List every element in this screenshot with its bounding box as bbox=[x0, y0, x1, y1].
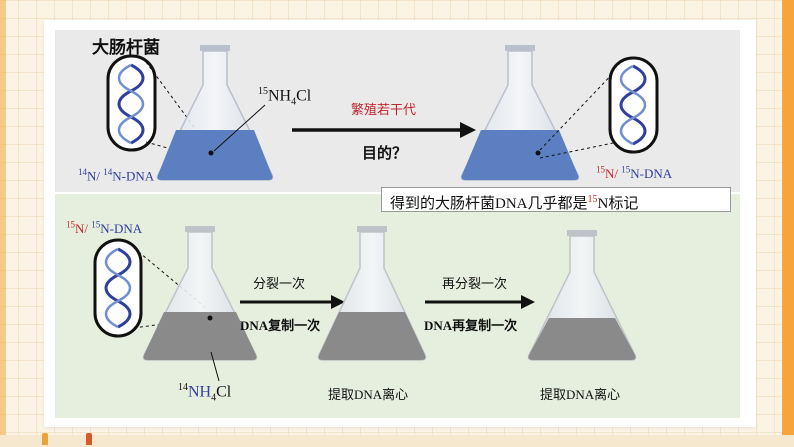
arrow2-bottom-label: DNA再复制一次 bbox=[424, 318, 518, 333]
flask-top-right bbox=[460, 45, 580, 181]
question-label: 目的？ bbox=[362, 144, 408, 162]
pointer-line-bottom bbox=[210, 351, 220, 382]
reagent-15nh4cl: 15NH4Cl bbox=[258, 86, 312, 108]
flask-bottom-2 bbox=[317, 226, 427, 361]
dna-label-top-right: 15N/ 15N-DNA bbox=[596, 165, 673, 182]
bottom-strip bbox=[0, 435, 794, 447]
flask-bottom-1 bbox=[142, 226, 258, 361]
zoom-lines-right bbox=[539, 67, 619, 159]
ecoli-cell-bottom bbox=[93, 238, 143, 338]
ecoli-cell-right bbox=[608, 56, 659, 154]
flask-top-left bbox=[156, 45, 274, 181]
flask2-caption: 提取DNA离心 bbox=[328, 387, 409, 402]
note-box: 得到的大肠杆菌DNA几乎都是15N标记 bbox=[381, 187, 731, 212]
flask3-caption: 提取DNA离心 bbox=[540, 387, 621, 402]
reagent-14nh4cl: 14NH4Cl bbox=[178, 382, 232, 404]
arrow-label-top: 繁殖若干代 bbox=[351, 102, 417, 117]
dna-label-bottom: 15N/ 15N-DNA bbox=[66, 220, 143, 237]
pointer-line bbox=[213, 104, 266, 152]
flask-bottom-3 bbox=[527, 230, 637, 361]
pencil-icon bbox=[86, 433, 92, 445]
dna-label-top-left: 14N/ 14N-DNA bbox=[78, 167, 155, 184]
pencil-icon bbox=[42, 433, 48, 445]
arrow1-top-label: 分裂一次 bbox=[253, 276, 306, 291]
left-accent-bar bbox=[0, 0, 6, 447]
arrow-bottom-2 bbox=[425, 295, 535, 309]
ecoli-cell-left bbox=[106, 54, 157, 152]
arrow1-bottom-label: DNA复制一次 bbox=[240, 318, 321, 333]
arrow-top bbox=[292, 122, 476, 138]
ecoli-title: 大肠杆菌 bbox=[92, 38, 160, 58]
right-accent-bar bbox=[782, 0, 794, 447]
arrow2-top-label: 再分裂一次 bbox=[442, 276, 508, 291]
arrow-bottom-1 bbox=[240, 295, 345, 309]
